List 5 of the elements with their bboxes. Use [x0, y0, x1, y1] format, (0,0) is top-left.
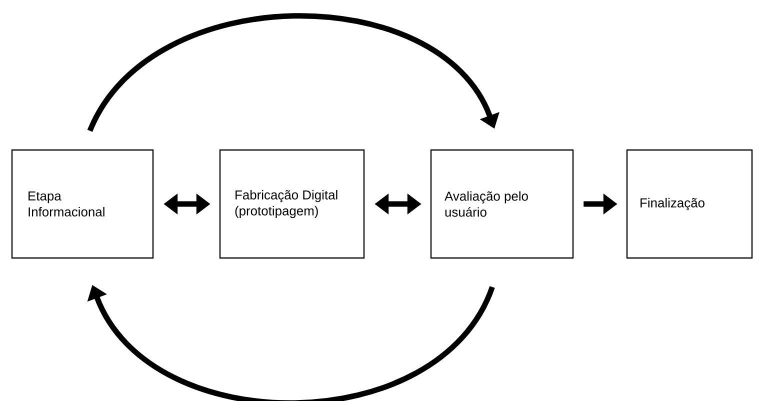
process-box: Etapa Informacional [11, 149, 154, 259]
arrow [88, 13, 500, 132]
process-box: Avaliação pelo usuário [430, 149, 574, 259]
process-box: Fabricação Digital (prototipagem) [219, 149, 365, 259]
process-box: Finalização [626, 149, 753, 259]
